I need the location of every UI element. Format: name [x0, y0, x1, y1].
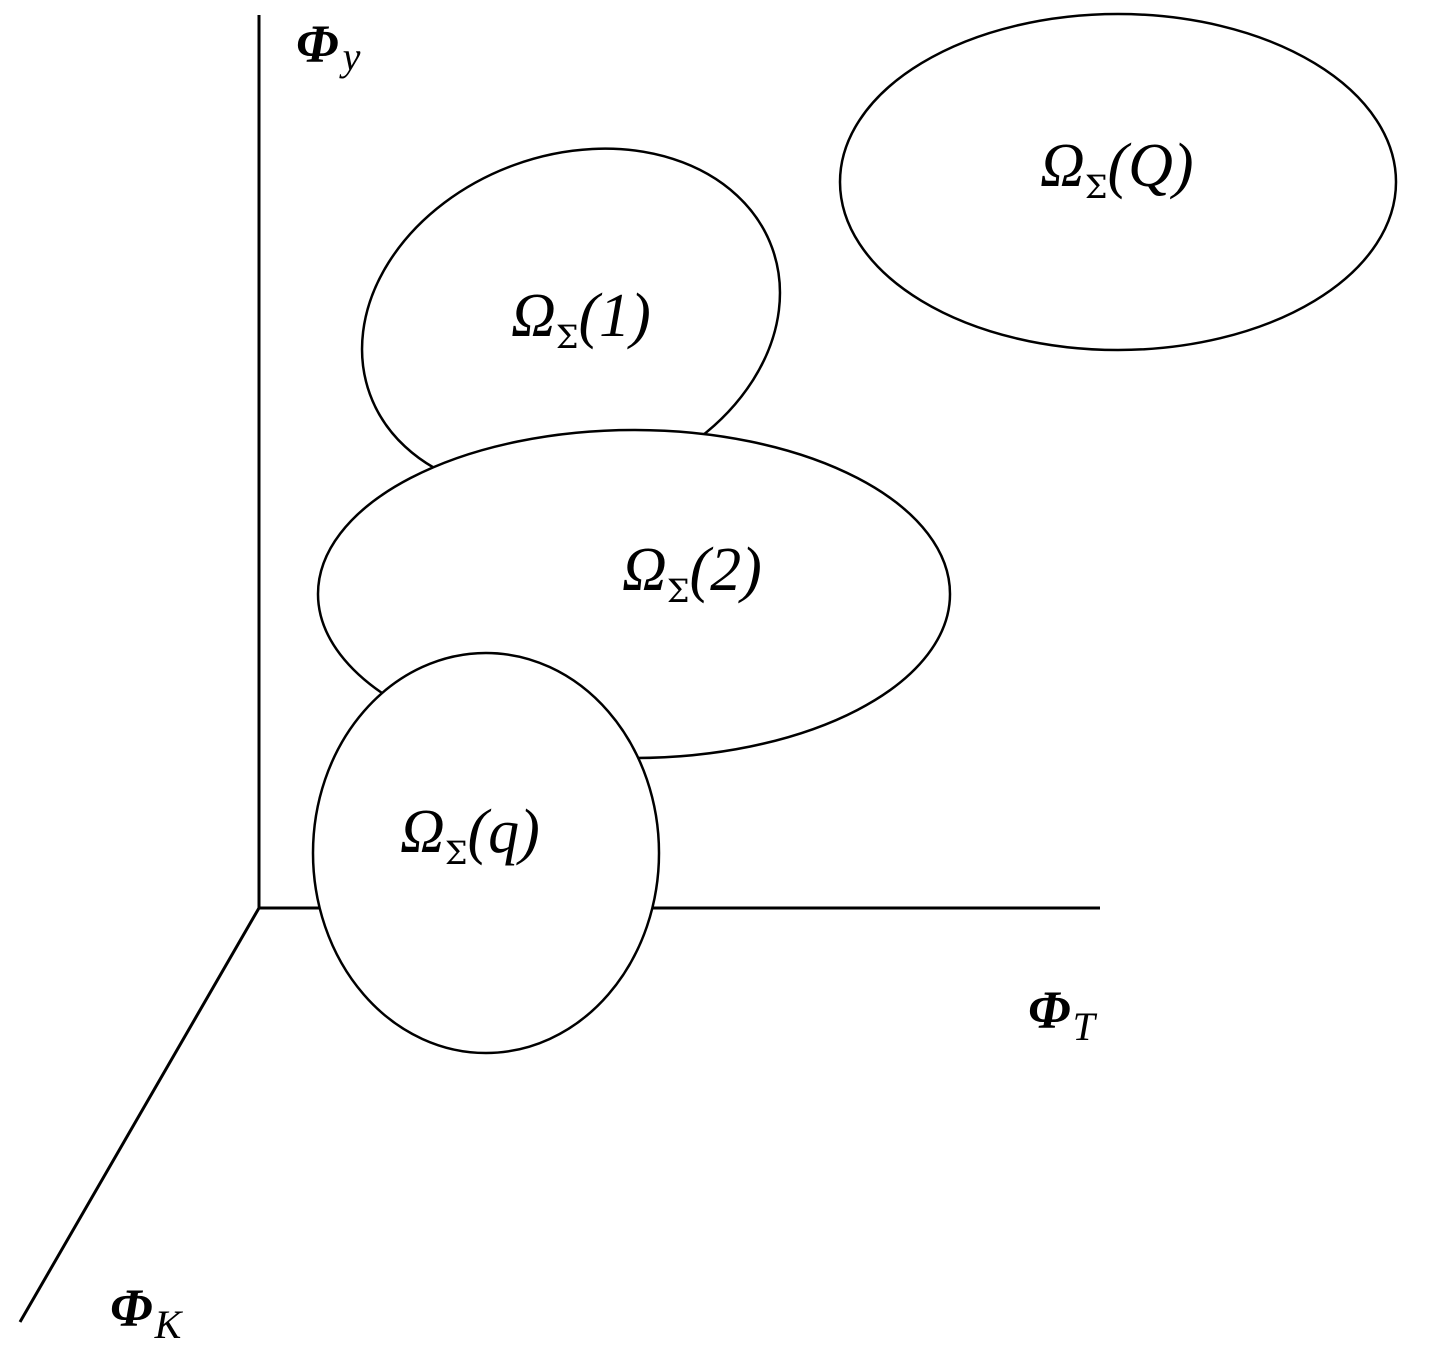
k-axis: [18, 907, 261, 1323]
axis-label-k: ΦK: [110, 1278, 184, 1347]
region-omega-q: [311, 651, 661, 1055]
axis-label-t: ΦT: [1028, 980, 1098, 1049]
region-label-omega-Q: ΩΣ(Q): [1040, 132, 1194, 206]
region-omega-Q: [838, 12, 1398, 352]
region-label-omega-2: ΩΣ(2): [622, 536, 762, 610]
region-label-omega-1: ΩΣ(1): [511, 282, 651, 356]
region-label-omega-q: ΩΣ(q): [400, 798, 540, 872]
